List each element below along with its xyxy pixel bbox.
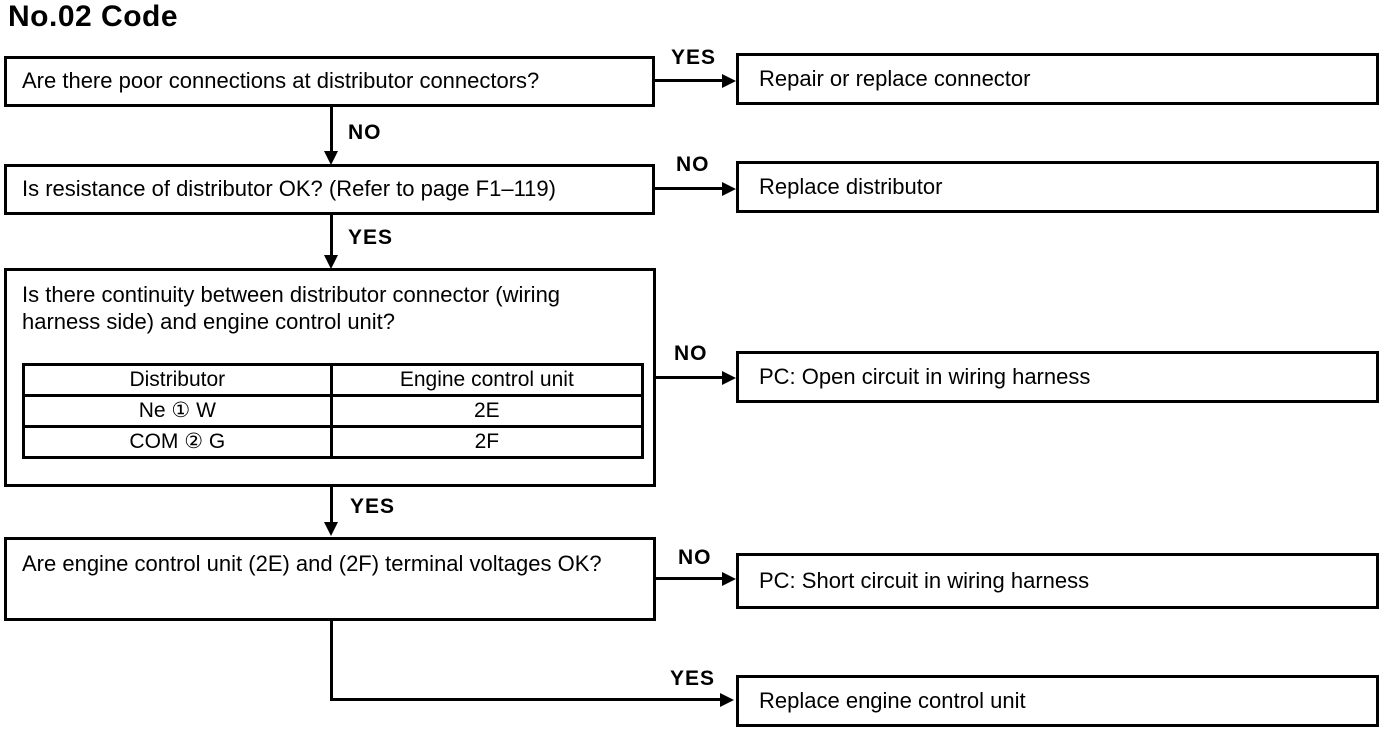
connector-line	[330, 487, 333, 525]
connector-line	[656, 376, 725, 379]
arrow-down-icon	[324, 522, 338, 536]
connector-line	[330, 621, 333, 701]
table-header-distributor: Distributor	[22, 363, 333, 397]
branch-label-yes-4: YES	[670, 667, 716, 690]
arrow-down-icon	[324, 151, 338, 165]
branch-label-no-2: NO	[676, 153, 710, 176]
question-3-text: Is there continuity between distributor …	[22, 282, 561, 334]
question-2-text: Is resistance of distributor OK? (Refer …	[22, 176, 556, 202]
connector-line	[655, 187, 725, 190]
page-title: No.02 Code	[8, 0, 179, 33]
table-header-row: Distributor Engine control unit	[22, 363, 645, 397]
branch-label-yes-1: YES	[671, 46, 717, 69]
connector-line	[656, 577, 725, 580]
action-replace-ecu-text: Replace engine control unit	[759, 687, 1026, 713]
table-cell-com: COM ② G	[22, 425, 333, 459]
connector-line	[330, 107, 333, 154]
action-replace-distributor-text: Replace distributor	[759, 173, 943, 199]
branch-label-no-3: NO	[674, 342, 708, 365]
question-1-text: Are there poor connections at distributo…	[22, 68, 540, 94]
table-header-ecu: Engine control unit	[329, 363, 645, 397]
branch-label-no-4: NO	[678, 546, 712, 569]
arrow-right-icon	[722, 74, 736, 88]
question-box-2: Is resistance of distributor OK? (Refer …	[4, 164, 655, 215]
arrow-right-icon	[722, 182, 736, 196]
action-box-short-circuit: PC: Short circuit in wiring harness	[736, 553, 1379, 609]
action-box-replace-ecu: Replace engine control unit	[736, 675, 1379, 727]
table-cell-ne: Ne ① W	[22, 394, 333, 428]
action-box-repair-connector: Repair or replace connector	[736, 53, 1379, 105]
action-open-circuit-text: PC: Open circuit in wiring harness	[759, 363, 1091, 389]
connector-line	[655, 79, 725, 82]
arrow-right-icon	[720, 693, 734, 707]
table-cell-2e: 2E	[329, 394, 645, 428]
question-box-4: Are engine control unit (2E) and (2F) te…	[4, 537, 656, 621]
branch-label-yes-3: YES	[350, 495, 396, 518]
arrow-right-icon	[722, 371, 736, 385]
action-short-circuit-text: PC: Short circuit in wiring harness	[759, 567, 1090, 593]
table-row: Ne ① W 2E	[22, 394, 645, 428]
question-4-text: Are engine control unit (2E) and (2F) te…	[22, 551, 602, 576]
table-row: COM ② G 2F	[22, 425, 645, 459]
question-box-1: Are there poor connections at distributo…	[4, 56, 655, 107]
branch-label-no-1: NO	[348, 121, 382, 144]
branch-label-yes-2: YES	[348, 226, 394, 249]
question-box-3: Is there continuity between distributor …	[4, 268, 656, 487]
arrow-down-icon	[324, 255, 338, 269]
table-cell-2f: 2F	[329, 425, 645, 459]
action-box-replace-distributor: Replace distributor	[736, 161, 1379, 213]
action-box-open-circuit: PC: Open circuit in wiring harness	[736, 351, 1379, 403]
continuity-table: Distributor Engine control unit Ne ① W 2…	[22, 363, 645, 459]
connector-line	[330, 215, 333, 258]
action-repair-connector-text: Repair or replace connector	[759, 65, 1031, 91]
arrow-right-icon	[722, 572, 736, 586]
connector-line	[330, 698, 722, 701]
